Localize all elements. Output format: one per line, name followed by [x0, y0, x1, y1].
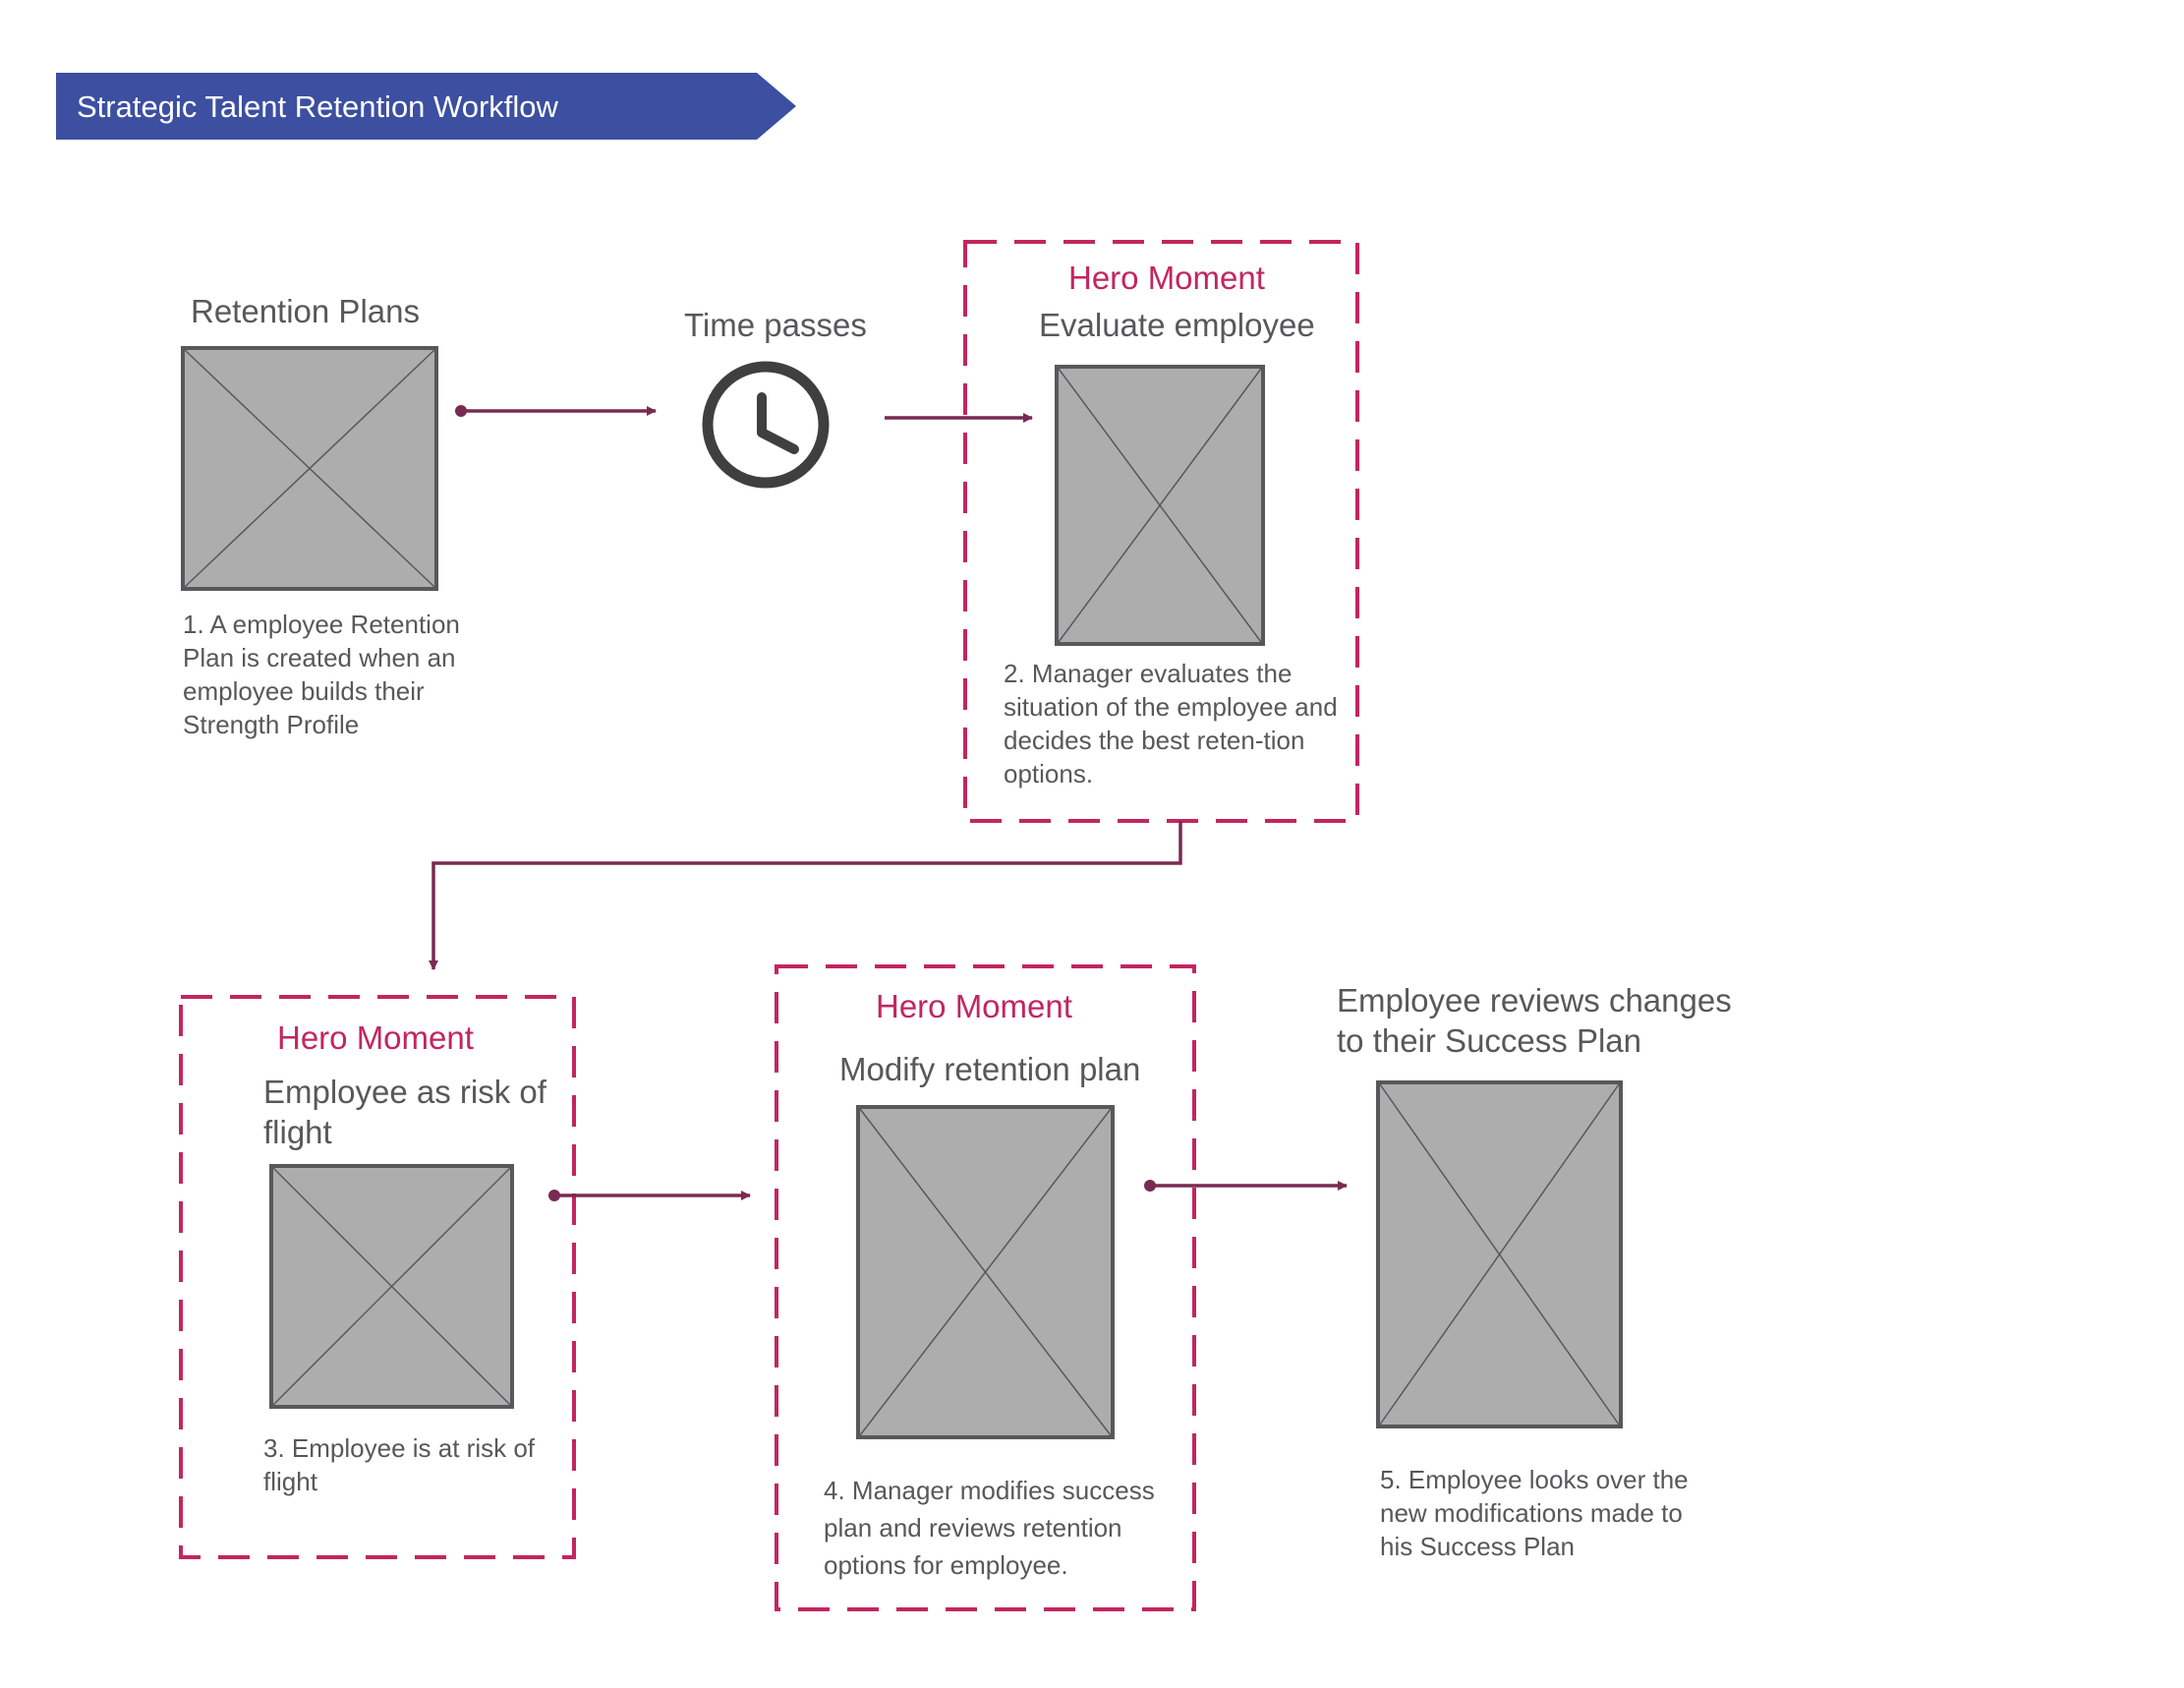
evaluate-employee-image-placeholder	[1055, 365, 1265, 646]
hero-frame-modify	[775, 964, 1196, 1611]
risk-title: Employee as risk of flight	[263, 1074, 546, 1150]
modify-title: Modify retention plan	[839, 1051, 1141, 1087]
step-1-title: Retention Plans	[191, 293, 420, 329]
review-caption: 5. Employee looks over the new modificat…	[1380, 1465, 1689, 1561]
workflow-title-banner: Strategic Talent Retention Workflow	[56, 73, 796, 140]
risk-caption: 3. Employee is at risk of flight	[263, 1433, 535, 1496]
connector-evaluate-to-risk	[429, 821, 1182, 970]
clock-icon	[702, 361, 830, 489]
retention-plans-image-placeholder	[181, 346, 438, 591]
risk-of-flight-image-placeholder	[269, 1164, 514, 1409]
evaluate-caption: 2. Manager evaluates the situation of th…	[1004, 659, 1338, 788]
review-title: Employee reviews changes to their Succes…	[1337, 982, 1732, 1059]
step-2-title: Time passes	[684, 307, 867, 343]
connector-plans-to-time	[455, 405, 657, 417]
modify-plan-image-placeholder	[856, 1105, 1115, 1439]
hero-frame-evaluate	[963, 240, 1359, 823]
step-1-caption: 1. A employee Retention Plan is created …	[183, 610, 460, 739]
workflow-title: Strategic Talent Retention Workflow	[77, 89, 558, 124]
hero-frame-risk	[179, 995, 576, 1559]
connector-modify-to-review	[1144, 1180, 1348, 1192]
success-plan-image-placeholder	[1376, 1080, 1623, 1428]
evaluate-hero-label: Hero Moment	[1068, 260, 1265, 296]
risk-hero-label: Hero Moment	[277, 1019, 474, 1056]
modify-caption: 4. Manager modifies success plan and rev…	[824, 1476, 1155, 1580]
modify-hero-label: Hero Moment	[876, 988, 1072, 1024]
banner-arrow-shape	[56, 73, 796, 140]
connector-risk-to-modify	[548, 1190, 751, 1201]
evaluate-title: Evaluate employee	[1039, 307, 1315, 343]
